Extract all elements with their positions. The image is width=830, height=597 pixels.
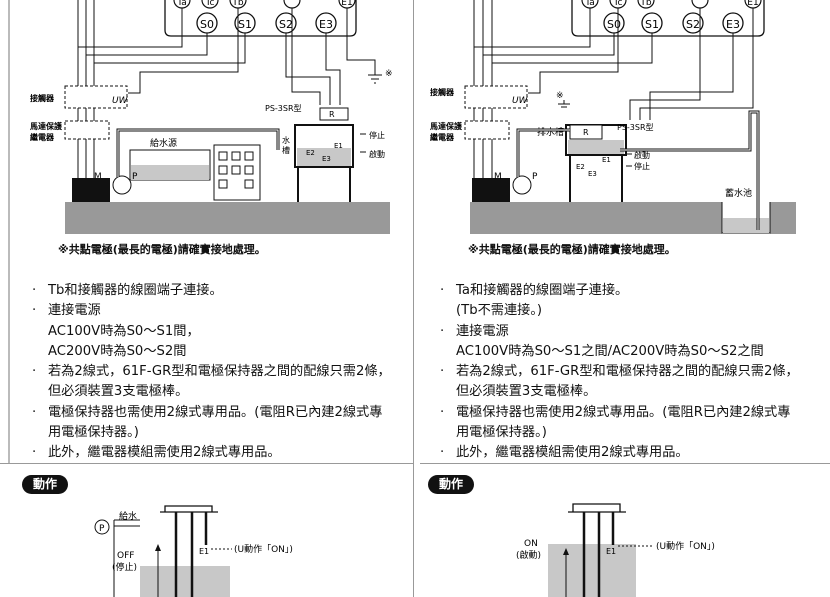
terminal-s1: S1 [238, 18, 252, 31]
e2-label: E2 [306, 149, 315, 157]
terminal-top-label: Tb [231, 0, 243, 8]
terminal-top-label: Tc [613, 0, 623, 8]
e3-label: E3 [322, 155, 331, 163]
e3-label: E3 [588, 170, 597, 178]
tank-label-1: 水 [282, 135, 290, 145]
power-terminals: S0 S1 S2 E3 [196, 12, 337, 34]
model-label: PS-3SR型 [617, 123, 654, 132]
pump-label: P [532, 172, 538, 182]
start-label: 啟動 [634, 150, 650, 160]
bullet-item: 電極保持器也需使用2線式專用品。(電阻R已內建2線式專 [32, 403, 391, 424]
model-label: PS-3SR型 [265, 104, 302, 113]
r-label: R [329, 110, 335, 119]
e1-label: E1 [602, 156, 611, 164]
motor-relay-box: 馬達保護 繼電器 [30, 120, 110, 142]
right-wiring-diagram: Ta Tc Tb E1 S0 S1 S2 E3 [430, 0, 796, 234]
grounding-note: ※共點電極(最長的電極)請確實接地處理。 [58, 243, 266, 256]
right-bullet-list: Ta和接觸器的線圈端子連接。 (Tb不需連接。) 連接電源 AC100V時為S0… [440, 281, 799, 464]
r-label: R [583, 128, 589, 137]
left-wiring-diagram: Ta Tc Tb E1 S0 S1 S2 E3 [8, 0, 393, 463]
action-heading: 動作 [428, 475, 474, 494]
contactor-box: 接觸器 UW [30, 85, 129, 109]
tank-label-2: 槽 [282, 145, 290, 155]
contactor-label: 接觸器 [30, 93, 55, 103]
bullet-item: Ta和接觸器的線圈端子連接。 [440, 281, 799, 302]
section-divider [420, 463, 830, 464]
water-tank: PS-3SR型 R 水 槽 停止 啟動 E1 E2 E3 [265, 104, 385, 202]
pump-label: P [132, 172, 138, 182]
bullet-cont: 用電極保持器。) [48, 425, 139, 441]
bullet-item: 連接電源 [440, 322, 799, 343]
bullet-item: Tb和接觸器的線圈端子連接。 [32, 281, 391, 302]
bullet-item: 連接電源 [32, 301, 391, 322]
bullet-cont: AC200V時為S0～S2間 [48, 343, 187, 359]
top-terminals: Ta Tc Tb E1 [173, 0, 356, 9]
column-divider [413, 0, 414, 597]
motor-label: M [94, 172, 102, 182]
bullet-item: 此外，繼電器模組需使用2線式專用品。 [440, 443, 799, 464]
left-bullet-list: Tb和接觸器的線圈端子連接。 連接電源 AC100V時為S0～S1間， AC20… [32, 281, 391, 464]
left-column: Ta Tc Tb E1 S0 S1 S2 E3 [0, 0, 413, 597]
relay-label-2: 繼電器 [30, 132, 55, 142]
bullet-item: 若為2線式，61F-GR型和電極保持器之間的配線只需2條， [440, 362, 799, 383]
ground-mark: ※ [556, 91, 564, 101]
terminal-s1: S1 [645, 18, 659, 31]
terminal-s0: S0 [200, 18, 214, 31]
stop-label: 停止 [369, 130, 385, 140]
terminal-e3: E3 [319, 18, 333, 31]
section-divider [0, 463, 413, 464]
relay-label-1: 馬達保護 [430, 121, 463, 131]
ground-symbol: ※ [556, 91, 570, 108]
water-source-label: 給水源 [150, 137, 177, 149]
terminal-s0: S0 [607, 18, 621, 31]
bullet-item: 此外，繼電器模組需使用2線式專用品。 [32, 443, 391, 464]
motor-label: M [494, 172, 502, 182]
terminal-s2: S2 [686, 18, 700, 31]
terminal-top-label: E1 [747, 0, 758, 8]
power-terminals: S0 S1 S2 E3 [603, 12, 744, 34]
bullet-cont: AC100V時為S0～S1之間/AC200V時為S0～S2之間 [456, 343, 764, 359]
e1-label: E1 [334, 142, 343, 150]
relay-label-1: 馬達保護 [30, 121, 63, 131]
contactor-box: 接觸器 UW [430, 85, 529, 109]
terminal-top-label: Tc [205, 0, 215, 8]
action-heading: 動作 [22, 475, 68, 494]
svg-text:UW: UW [512, 96, 529, 106]
bullet-cont: 但必須裝置3支電極棒。 [48, 384, 189, 400]
bullet-cont: (Tb不需連接。) [456, 303, 543, 319]
bullet-cont: 用電極保持器。) [456, 425, 547, 441]
terminal-top-label: Ta [176, 0, 187, 8]
drain-tank-label: 排水槽 [537, 126, 564, 138]
stop-label: 停止 [634, 161, 650, 171]
ground-symbol: ※ [368, 69, 393, 84]
bullet-item: 電極保持器也需使用2線式專用品。(電阻R已內建2線式專 [440, 403, 799, 424]
e2-label: E2 [576, 163, 585, 171]
bullet-cont: 但必須裝置3支電極棒。 [456, 384, 597, 400]
drain-tank: 排水槽 PS-3SR型 R 啟動 停止 E1 E2 E3 [537, 123, 654, 202]
ground-slab [65, 202, 390, 234]
terminal-s2: S2 [279, 18, 293, 31]
bullet-item: 若為2線式，61F-GR型和電極保持器之間的配線只需2條， [32, 362, 391, 383]
ground-mark: ※ [385, 69, 393, 79]
right-column: Ta Tc Tb E1 S0 S1 S2 E3 [420, 0, 830, 597]
reservoir-label: 蓄水池 [725, 187, 752, 199]
relay-label-2: 繼電器 [430, 132, 455, 142]
terminal-top-label: Tb [639, 0, 651, 8]
bullet-cont: AC100V時為S0～S1間， [48, 323, 200, 339]
svg-text:UW: UW [112, 96, 129, 106]
start-label: 啟動 [369, 149, 385, 159]
top-terminals: Ta Tc Tb E1 [581, 0, 762, 9]
terminal-top-label: Ta [584, 0, 595, 8]
contactor-label: 接觸器 [430, 87, 455, 97]
terminal-e3: E3 [726, 18, 740, 31]
grounding-note: ※共點電極(最長的電極)請確實接地處理。 [468, 243, 676, 256]
motor-relay-box: 馬達保護 繼電器 [430, 120, 510, 142]
terminal-top-label: E1 [341, 0, 352, 8]
